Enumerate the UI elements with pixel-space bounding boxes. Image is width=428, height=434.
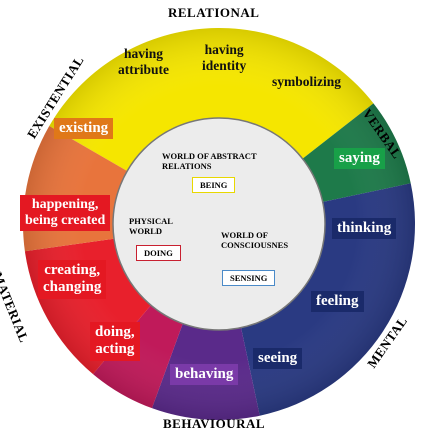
pill-creating-changing: creating, changing	[38, 260, 107, 299]
pill-behaving: behaving	[170, 364, 239, 386]
outer-label-behavioural: BEHAVIOURAL	[163, 416, 266, 431]
pill-saying: saying	[334, 148, 385, 170]
box-being: BEING	[192, 177, 236, 193]
box-sensing: SENSING	[222, 270, 276, 286]
pill-thinking: thinking	[332, 218, 397, 240]
label-having-attribute: having attribute	[118, 46, 169, 77]
pill-doing-acting: doing, acting	[90, 322, 140, 361]
pill-seeing: seeing	[253, 348, 303, 370]
pill-existing: existing	[54, 118, 114, 140]
box-doing: DOING	[136, 245, 181, 261]
pill-feeling: feeling	[311, 291, 364, 313]
outer-label-relational: RELATIONAL	[168, 5, 260, 20]
label-symbolizing: symbolizing	[272, 74, 342, 89]
label-world-abstract-relations: WORLD OF ABSTRACT RELATIONS	[162, 151, 257, 171]
label-physical-world: PHYSICAL WORLD	[129, 216, 173, 236]
pill-happening: happening, being created	[20, 195, 111, 232]
label-having-identity: having identity	[202, 42, 247, 73]
label-world-consciousness: WORLD OF CONSCIOUSNES	[221, 230, 289, 250]
